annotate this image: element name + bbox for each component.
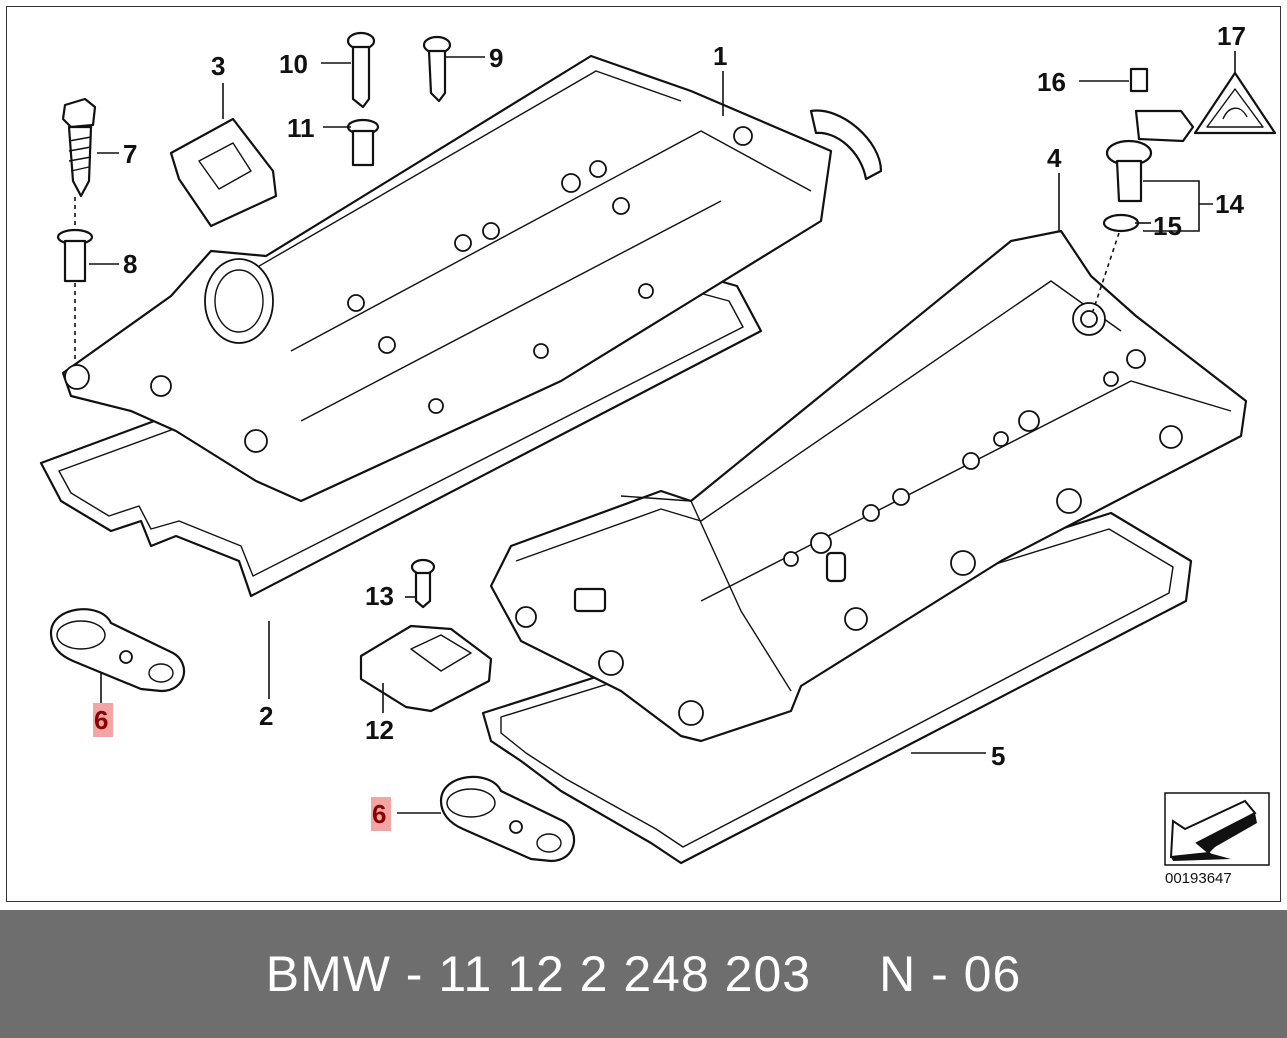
drawing-number: 00193647 xyxy=(1165,870,1232,887)
callout-8: 8 xyxy=(123,249,137,279)
callout-3: 3 xyxy=(211,51,225,81)
callout-10: 10 xyxy=(279,49,308,79)
callout-9: 9 xyxy=(489,43,503,73)
part-15-oring xyxy=(1102,213,1140,233)
callout-6-left: 6 xyxy=(94,705,108,735)
part-10-bolt xyxy=(346,31,376,109)
callout-13: 13 xyxy=(365,581,394,611)
part-12-cover xyxy=(359,624,493,713)
callout-16: 16 xyxy=(1037,67,1066,97)
callout-1: 1 xyxy=(713,41,727,71)
part-6-seal-left xyxy=(49,608,186,693)
callout-12: 12 xyxy=(365,715,394,745)
callout-11: 11 xyxy=(287,113,315,143)
callout-6-highlight-bottom xyxy=(371,797,391,831)
part-13-bolt xyxy=(410,558,436,609)
part-6-seal-bottom xyxy=(439,775,576,863)
exploded-view-drawing: 1 2 3 4 5 6 6 7 8 9 10 11 12 13 14 15 16… xyxy=(39,21,1277,887)
orientation-arrow-box xyxy=(1164,792,1270,866)
callout-5: 5 xyxy=(991,741,1005,771)
parts-diagram: 1 2 3 4 5 6 6 7 8 9 10 11 12 13 14 15 16… xyxy=(6,6,1281,902)
footer-band: BMW - 11 12 2 248 203 N - 06 xyxy=(0,910,1287,1038)
callout-2: 2 xyxy=(259,701,273,731)
part-11-grommet xyxy=(346,118,380,167)
part-3-cap xyxy=(169,117,278,228)
leader-lines xyxy=(89,51,1236,814)
part-1-left-cover xyxy=(61,54,883,503)
part-17-warning-label xyxy=(1193,71,1277,135)
footer-text: BMW - 11 12 2 248 203 N - 06 xyxy=(266,945,1022,1003)
part-8-grommet xyxy=(56,197,94,363)
position-label: N - 06 xyxy=(879,946,1022,1002)
part-9-bolt xyxy=(422,35,452,103)
callout-4: 4 xyxy=(1047,143,1062,173)
part-14-sensor xyxy=(1105,109,1195,203)
part-number-label: BMW - 11 12 2 248 203 xyxy=(265,946,812,1002)
callout-15: 15 xyxy=(1153,211,1182,241)
part-7-bolt xyxy=(61,97,97,198)
callout-6-bottom: 6 xyxy=(372,799,386,829)
part-4-right-cover xyxy=(489,229,1248,743)
part-5-right-gasket xyxy=(481,511,1193,865)
callout-17: 17 xyxy=(1217,21,1246,51)
callout-14: 14 xyxy=(1215,189,1244,219)
callout-7: 7 xyxy=(123,139,137,169)
part-16-screw xyxy=(1129,67,1149,93)
callout-6-highlight-left xyxy=(93,703,113,737)
callout-labels: 1 2 3 4 5 6 6 7 8 9 10 11 12 13 14 15 16… xyxy=(94,21,1246,829)
